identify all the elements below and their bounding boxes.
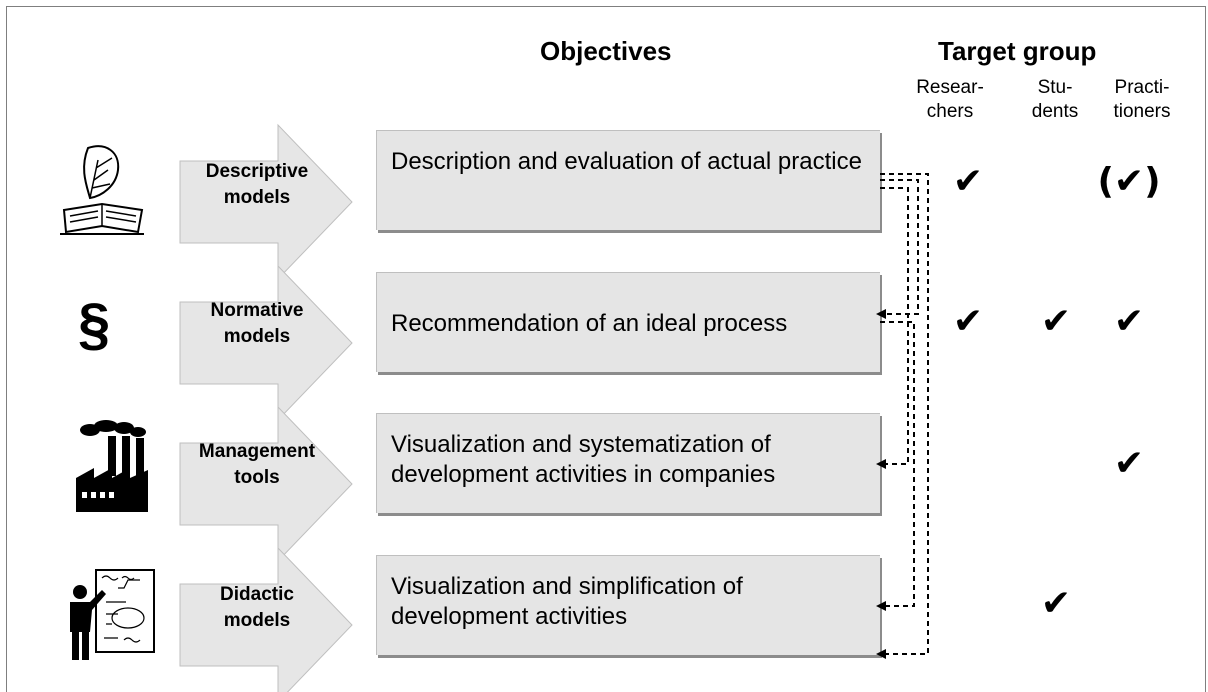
arrow-label-normative: Normative models xyxy=(178,298,336,350)
target-group-heading: Target group xyxy=(938,36,1097,66)
arrowhead-didactic-1 xyxy=(876,601,886,611)
factory-icon xyxy=(76,420,148,512)
connector-descriptive-to-didactic xyxy=(880,173,929,655)
check-normative-researchers: ✔ xyxy=(952,301,984,342)
col-head-researchers: Resear- chers xyxy=(910,76,990,124)
connector-normative-to-didactic xyxy=(880,321,915,607)
objective-text-normative: Recommendation of an ideal process xyxy=(391,310,788,337)
arrow-label-descriptive: Descriptive models xyxy=(178,159,336,211)
col-head-students-line1: Stu- xyxy=(1037,77,1073,98)
arrow-management-tools: Management tools xyxy=(178,405,354,563)
paragraph-section-icon: § xyxy=(78,292,111,357)
arrow-descriptive-models: Descriptive models xyxy=(178,123,354,281)
arrow-label-management-line1: Management xyxy=(198,441,316,462)
arrow-label-descriptive-line1: Descriptive xyxy=(205,161,309,182)
col-head-researchers-line2: chers xyxy=(926,101,974,122)
diagram-frame xyxy=(6,6,1206,692)
col-head-practitioners-line1: Practi- xyxy=(1114,77,1170,98)
check-didactic-students: ✔ xyxy=(1040,583,1072,624)
col-head-students-line2: dents xyxy=(1031,101,1079,122)
objective-box-didactic: Visualization and simplification of deve… xyxy=(376,555,880,655)
book-quill-icon xyxy=(60,145,144,235)
col-head-students: Stu- dents xyxy=(1015,76,1095,124)
check-descriptive-practitioners: (✔) xyxy=(1097,161,1161,202)
arrow-didactic-models: Didactic models xyxy=(178,546,354,692)
arrowhead-didactic-2 xyxy=(876,649,886,659)
objective-box-descriptive: Description and evaluation of actual pra… xyxy=(376,130,880,230)
check-descriptive-researchers: ✔ xyxy=(952,161,984,202)
objective-text-descriptive: Description and evaluation of actual pra… xyxy=(391,148,862,175)
arrow-normative-models: Normative models xyxy=(178,264,354,422)
arrow-label-didactic-line1: Didactic xyxy=(220,584,294,605)
connector-descriptive-to-normative xyxy=(880,179,919,315)
objective-text-didactic: Visualization and simplification of deve… xyxy=(391,573,743,630)
arrow-label-management-line2: tools xyxy=(234,467,280,488)
check-normative-students: ✔ xyxy=(1040,301,1072,342)
arrow-label-didactic: Didactic models xyxy=(178,582,336,634)
arrow-label-management: Management tools xyxy=(178,439,336,491)
objective-box-normative: Recommendation of an ideal process xyxy=(376,272,880,372)
arrow-label-normative-line2: models xyxy=(223,326,291,347)
arrow-label-descriptive-line2: models xyxy=(223,187,291,208)
presenter-whiteboard-icon xyxy=(70,569,155,660)
arrowhead-management xyxy=(876,459,886,469)
check-management-practitioners: ✔ xyxy=(1113,443,1145,484)
objective-box-management: Visualization and systematization of dev… xyxy=(376,413,880,513)
col-head-practitioners-line2: tioners xyxy=(1113,101,1171,122)
objectives-heading: Objectives xyxy=(540,36,672,66)
check-normative-practitioners: ✔ xyxy=(1113,301,1145,342)
col-head-practitioners: Practi- tioners xyxy=(1102,76,1182,124)
arrow-label-normative-line1: Normative xyxy=(210,300,304,321)
arrowhead-normative xyxy=(876,309,886,319)
connector-descriptive-to-management xyxy=(880,187,909,465)
col-head-researchers-line1: Resear- xyxy=(916,77,984,98)
arrow-label-didactic-line2: models xyxy=(223,610,291,631)
objective-text-management: Visualization and systematization of dev… xyxy=(391,431,776,488)
